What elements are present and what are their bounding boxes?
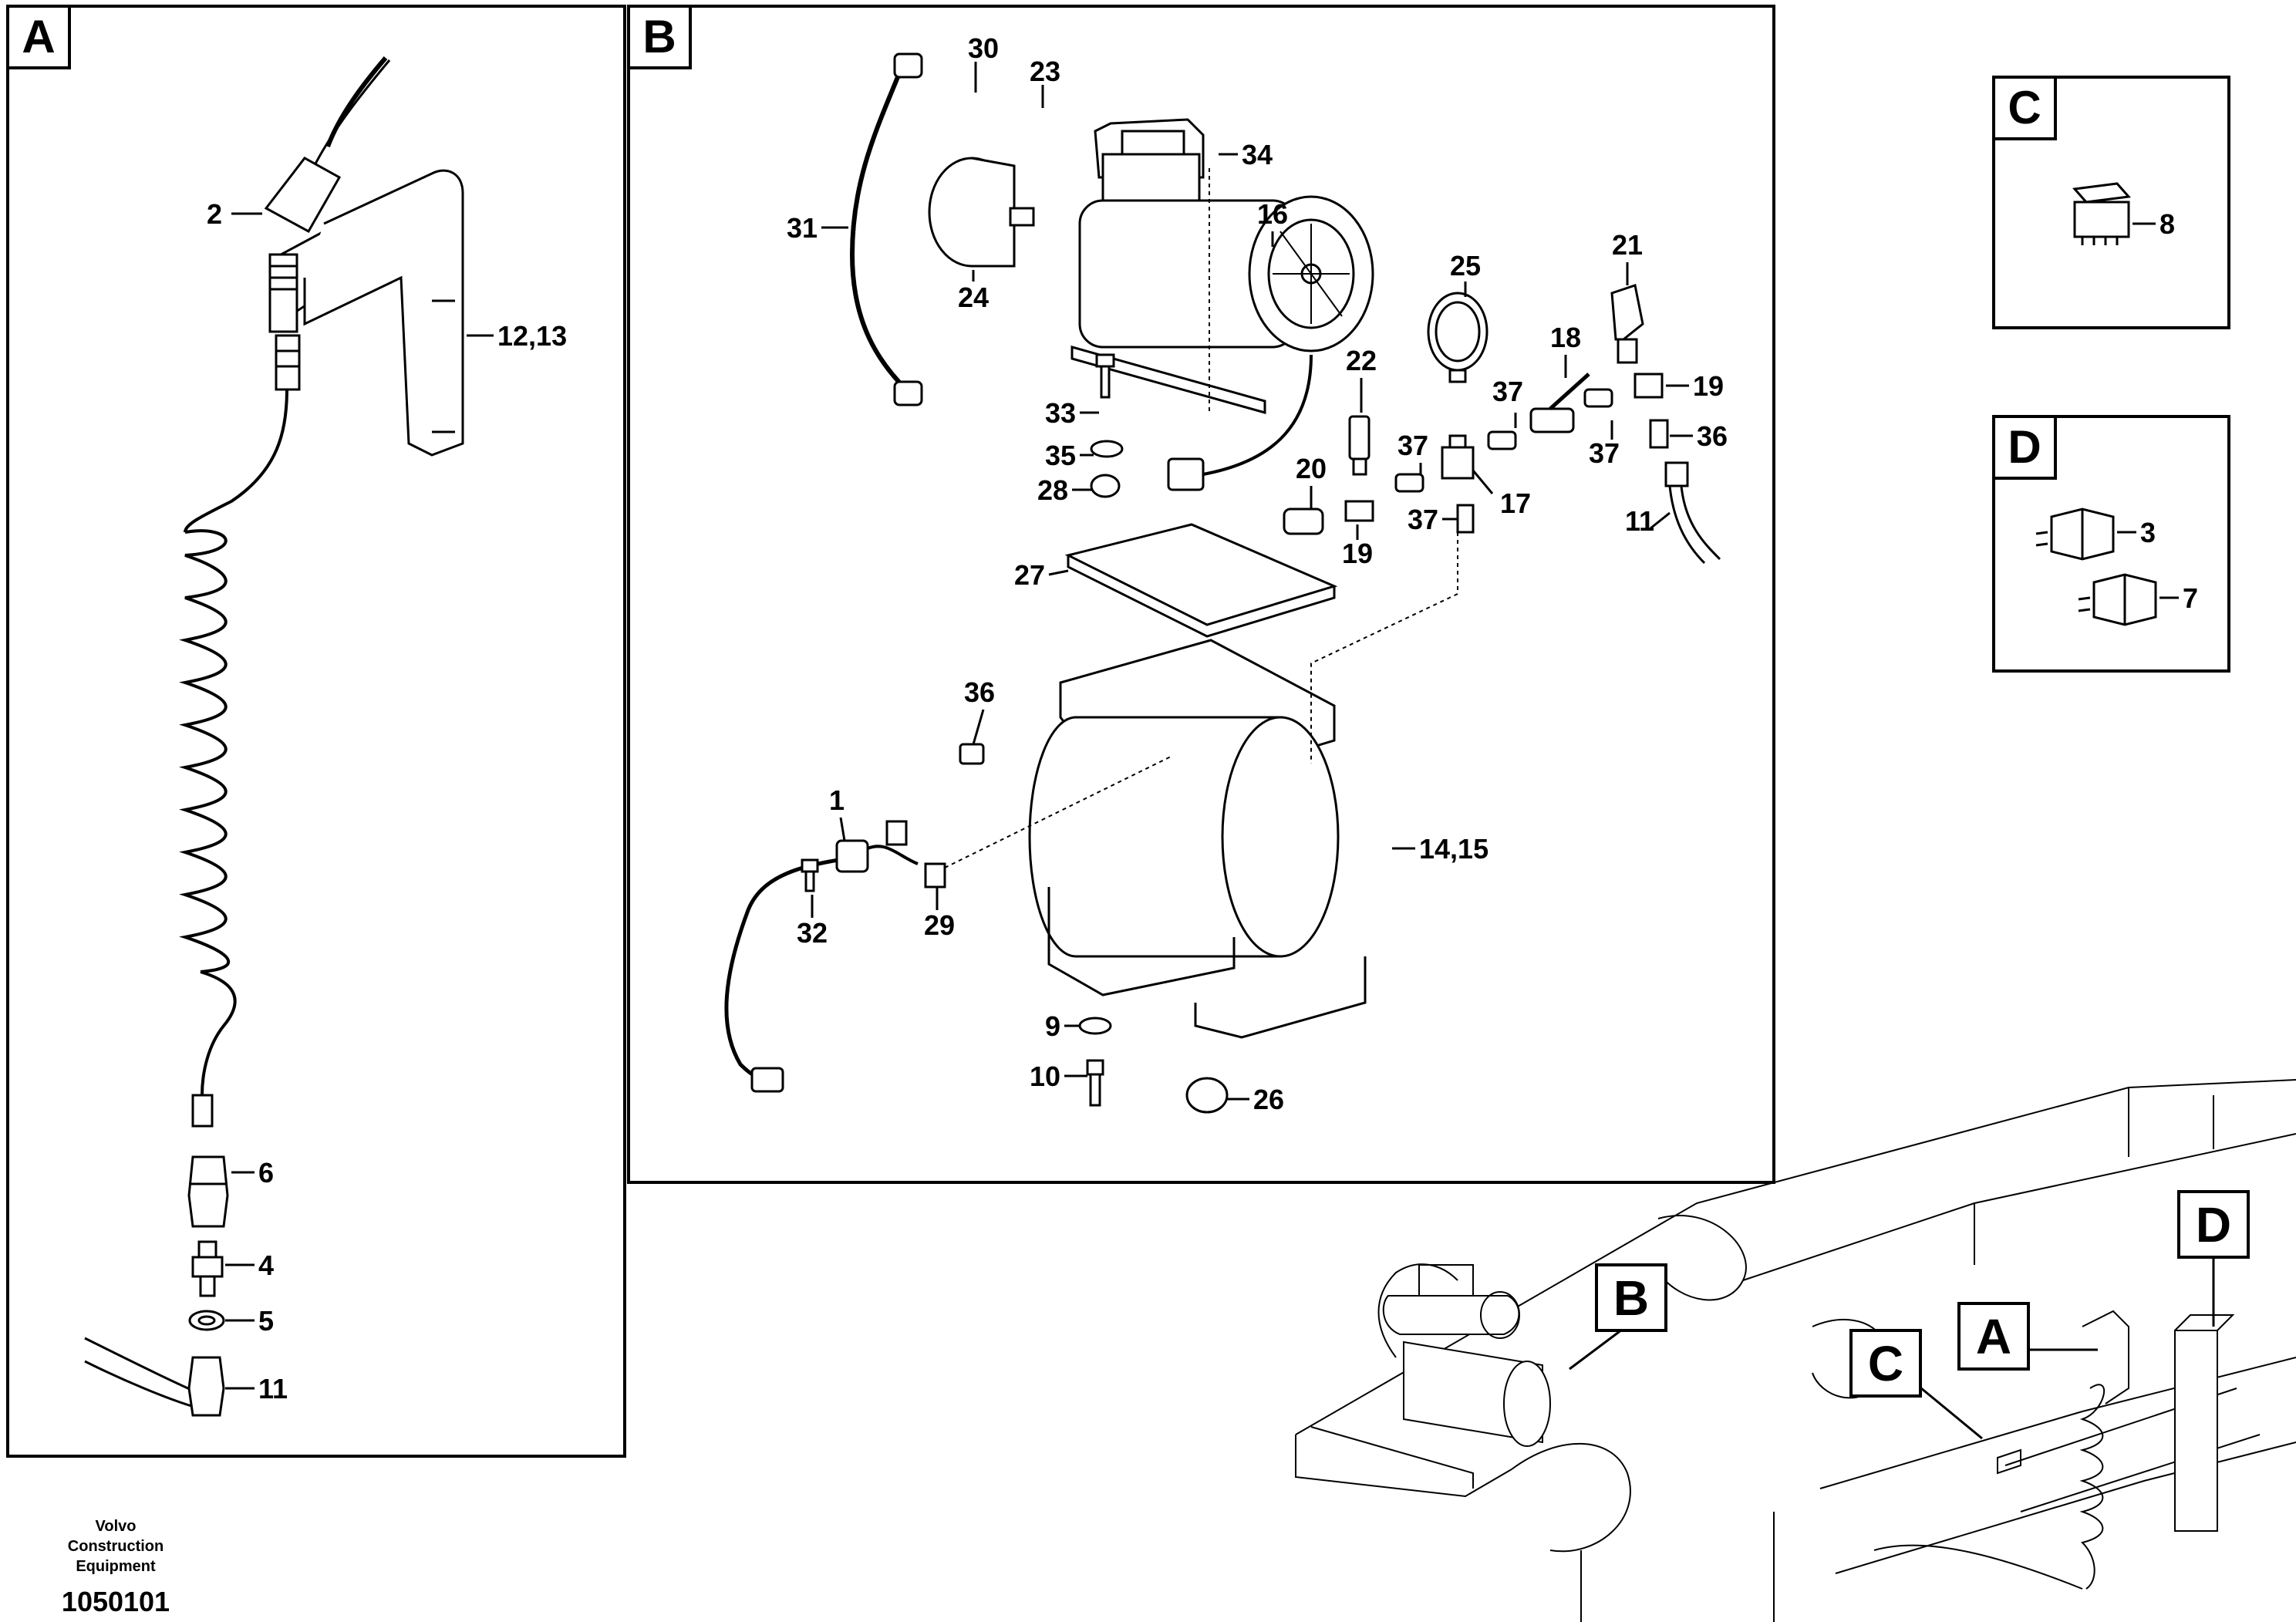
- panel-a-callouts: 2 12,13 6 4 5 11: [207, 198, 567, 1404]
- relay-illustration: [2035, 508, 2157, 626]
- compressor-illustration: [724, 52, 1721, 1114]
- callout-label: 4: [258, 1249, 274, 1281]
- callout-label: 6: [258, 1157, 274, 1189]
- callout-label: 11: [1625, 505, 1654, 537]
- callout-label: 22: [1346, 345, 1377, 376]
- callout-label: 9: [1045, 1010, 1060, 1042]
- overview-badge-c: C: [1868, 1336, 1903, 1391]
- callout-label: 28: [1037, 474, 1068, 506]
- callout-label: 17: [1500, 487, 1531, 519]
- callout-label: 3: [2140, 517, 2156, 548]
- panel-b-dashed-lines: [944, 168, 1458, 868]
- panel-a-leaders: [225, 212, 494, 1390]
- callout-label: 19: [1342, 538, 1373, 569]
- callout-label: 19: [1693, 370, 1724, 402]
- callout-label: 18: [1550, 322, 1581, 353]
- brand-line-2: Equipment: [76, 1558, 156, 1575]
- switch-illustration: [2072, 182, 2131, 245]
- footer: Volvo Construction Equipment 1050101: [46, 1516, 185, 1618]
- callout-label: 36: [1697, 420, 1728, 452]
- machine-overview: [1295, 1079, 2296, 1622]
- panel-d: D 3 7: [1992, 415, 2230, 673]
- overview-badge-b: B: [1613, 1270, 1649, 1326]
- callout-label: 24: [958, 282, 989, 313]
- callout-label: 37: [1589, 437, 1620, 469]
- callout-label: 1: [829, 784, 845, 816]
- panel-b-callouts: 30 23 34 31 16 24 21 25 22 18 19 33 37 3…: [787, 32, 1728, 1115]
- callout-label: 21: [1612, 229, 1643, 261]
- overview-badge-d: D: [2196, 1197, 2231, 1253]
- blow-gun-illustration: [84, 56, 464, 1417]
- callout-label: 34: [1242, 139, 1273, 170]
- panel-c: C 8: [1992, 76, 2230, 329]
- callout-label: 29: [924, 909, 955, 941]
- callout-label: 32: [797, 917, 828, 949]
- callout-label: 10: [1030, 1061, 1060, 1092]
- callout-label: 35: [1045, 440, 1076, 471]
- callout-label: 20: [1296, 453, 1327, 484]
- panel-c-label: C: [2008, 82, 2041, 133]
- callout-label: 25: [1450, 250, 1481, 282]
- panel-c-badge: [1992, 76, 2057, 140]
- callout-label: 14,15: [1419, 833, 1489, 865]
- callout-label: 23: [1030, 56, 1060, 87]
- brand-line-1: Volvo Construction: [67, 1518, 164, 1555]
- callout-label: 16: [1257, 198, 1288, 230]
- panel-a-badge: [6, 5, 71, 69]
- panel-b-leaders: [811, 62, 1693, 1101]
- callout-label: 2: [207, 198, 222, 230]
- overview-badge-a: A: [1976, 1309, 2011, 1364]
- callout-label: 37: [1492, 376, 1523, 407]
- panel-a: A: [6, 5, 626, 1458]
- overview-badges: B A C D: [1569, 1190, 2250, 1440]
- callout-label: 5: [258, 1305, 274, 1337]
- panel-d-label: D: [2008, 421, 2041, 473]
- callout-label: 33: [1045, 397, 1076, 429]
- panel-b: B: [627, 5, 1775, 1184]
- callout-label: 7: [2183, 582, 2198, 614]
- panel-b-badge: [627, 5, 692, 69]
- panel-b-label: B: [642, 11, 676, 62]
- callout-label: 27: [1014, 559, 1045, 591]
- callout-label: 36: [964, 676, 995, 708]
- panel-d-badge: [1992, 415, 2057, 480]
- callout-label: 12,13: [497, 320, 567, 352]
- callout-label: 8: [2159, 208, 2175, 240]
- drawing-number: 1050101: [61, 1586, 170, 1617]
- callout-label: 37: [1408, 504, 1438, 535]
- callout-label: 30: [968, 32, 999, 64]
- callout-label: 31: [787, 212, 818, 244]
- callout-label: 37: [1397, 430, 1428, 461]
- callout-label: 11: [258, 1373, 288, 1404]
- panel-a-label: A: [22, 11, 55, 62]
- callout-label: 26: [1253, 1084, 1284, 1115]
